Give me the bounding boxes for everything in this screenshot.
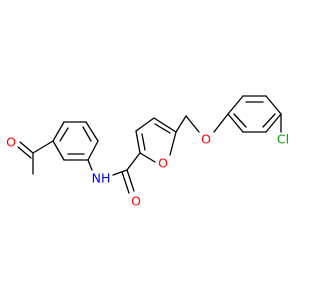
chlorophenyl-ring [227,95,282,133]
bond-carbonyl-nh [112,169,128,176]
bond [85,121,99,142]
bond-aryl-acetyl [32,140,54,154]
bond [52,121,65,142]
acetylphenyl-ring [52,121,99,161]
bond-nh-aryl [87,159,93,171]
bond [139,152,156,163]
double-bond-inner [233,113,247,128]
bond-ch2-furan [175,115,187,133]
double-bond-inner [141,133,146,151]
amide-carbonyl-bond [126,169,135,192]
acetyl-carbonyl-bond [19,141,34,154]
bond [227,113,244,133]
bond [169,131,177,156]
bond [265,113,282,133]
bond-ether-ch2 [185,115,200,133]
acetyl-oxygen-label: O [6,135,16,150]
bond [153,117,177,133]
double-bond-inner [59,127,69,142]
furan-ring [135,117,177,163]
furan-oxygen-label: O [158,156,168,171]
amide-carbonyl-bond-2 [121,171,130,194]
double-bond-inner [82,126,92,142]
bond [135,117,155,132]
ether-oxygen-label: O [201,132,211,147]
bond [87,140,99,161]
double-bond-inner [154,123,171,134]
bond-furan-carbonyl [126,152,141,171]
bond [265,95,282,115]
amide-oxygen-label: O [131,194,141,209]
chlorine-label: Cl [277,132,289,147]
molecule-drawing: Cl O O O NH [6,95,289,209]
bond [227,95,244,115]
double-bond-inner [262,113,276,128]
structure-diagram: Cl O O O NH [6,95,289,209]
amide-nh-label: NH [92,171,111,186]
bond [52,140,65,161]
acetyl-carbonyl-bond-2 [17,146,32,159]
bond [135,130,141,154]
bond-aryl-ether [213,113,229,133]
